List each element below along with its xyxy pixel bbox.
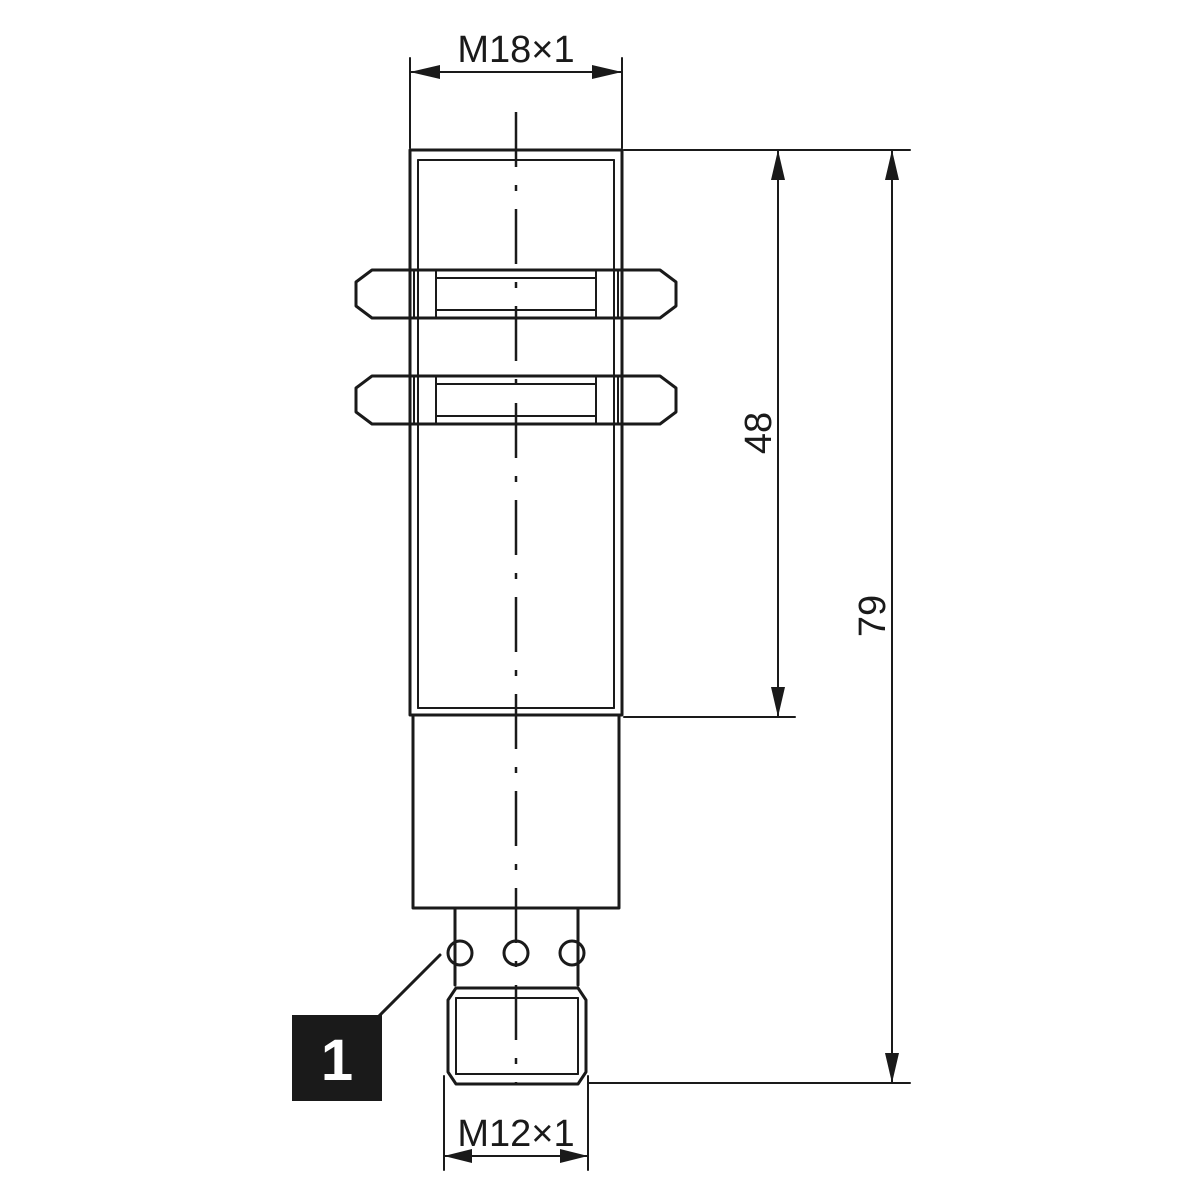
dimension-length-thread: 48: [623, 149, 911, 718]
dimension-label-thread-bottom: M12×1: [457, 1113, 574, 1155]
callout-leader-line: [376, 953, 442, 1019]
dimension-label-length-total: 79: [852, 595, 894, 637]
connector-thread: [446, 986, 588, 1086]
callout-number: 1: [321, 1028, 353, 1093]
vent-hole-right: [558, 939, 586, 967]
dimension-label-thread-top: M18×1: [457, 29, 574, 71]
dimension-thread-bottom: M12×1: [443, 1075, 589, 1171]
vent-hole-left: [446, 939, 474, 967]
dimension-length-total: 79: [587, 149, 911, 1084]
dimension-thread-top: M18×1: [409, 29, 623, 149]
callout-1: 1: [292, 953, 442, 1101]
dimension-label-length-thread: 48: [738, 412, 780, 454]
callout-box: [292, 1015, 382, 1101]
